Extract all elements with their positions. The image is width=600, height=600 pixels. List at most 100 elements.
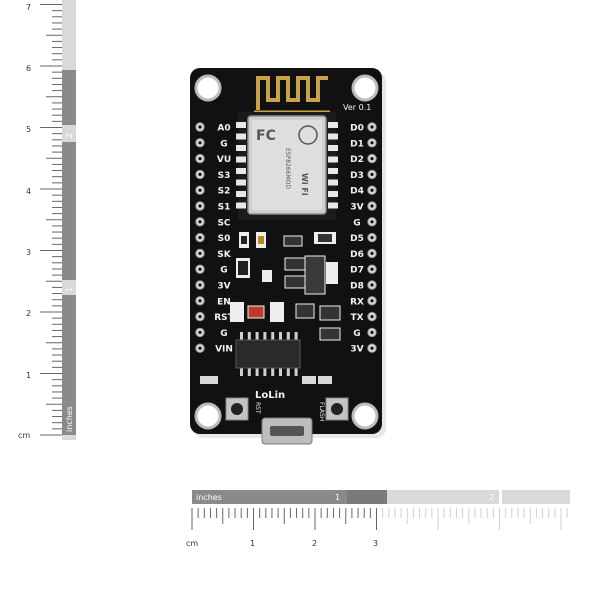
module-pad <box>236 202 246 209</box>
pin-label: D8 <box>350 282 364 292</box>
module-pad <box>236 168 246 174</box>
pin-label: S0 <box>218 234 231 244</box>
pin-hole-center <box>370 236 374 240</box>
pin-hole-center <box>198 330 202 334</box>
horizontal-ruler-inch-label: 2 <box>489 493 494 502</box>
chip-pin <box>247 367 251 376</box>
vertical-ruler-inch-unit: inches <box>65 406 74 432</box>
pin-label: G <box>353 329 360 339</box>
pin-hole-center <box>198 315 202 319</box>
pin-label: SC <box>217 218 230 228</box>
module-pad <box>236 156 246 163</box>
module-pads <box>236 122 338 209</box>
pin-label: 3V <box>217 282 230 292</box>
module-pad <box>236 122 246 128</box>
horizontal-ruler-ticks <box>191 508 568 530</box>
pin-label: D6 <box>350 250 364 260</box>
rst-button: RST <box>225 397 261 421</box>
capacitor-body <box>318 234 332 242</box>
flash-button: FLASH <box>318 397 349 421</box>
brand-label: LoLin <box>255 390 285 401</box>
pin-label: G <box>220 329 227 339</box>
usb-opening <box>270 426 304 436</box>
pin-hole-center <box>198 204 202 208</box>
horizontal-ruler-inch-unit: inches <box>196 493 222 502</box>
pin-label: G <box>353 218 360 228</box>
pin-hole-center <box>370 172 374 176</box>
smd-part <box>200 376 218 384</box>
module-pad <box>328 145 338 151</box>
pin-hole-center <box>198 299 202 303</box>
horizontal-ruler: inches 1 2 cm 1 2 3 <box>186 490 570 548</box>
pin-label: VIN <box>215 345 233 355</box>
power-led <box>247 305 265 319</box>
horizontal-ruler-inch-band-dark <box>192 490 347 504</box>
vertical-ruler: cm 1 2 3 4 5 6 7 inches 1 2 <box>18 0 76 440</box>
pin-hole-center <box>370 188 374 192</box>
sot-chip <box>319 305 341 321</box>
rst-button-label: RST <box>254 402 261 414</box>
chip-pin <box>263 332 267 341</box>
components <box>230 232 341 341</box>
horizontal-ruler-cm-label: 1 <box>250 539 255 548</box>
chip-pin <box>279 367 282 376</box>
micro-usb-port <box>261 417 313 445</box>
vertical-ruler-cm-label: 2 <box>26 309 31 318</box>
chip-pin <box>279 332 282 341</box>
pin-label: D7 <box>350 266 364 276</box>
sot-chip <box>295 303 315 319</box>
pin-label: S3 <box>218 171 231 181</box>
pin-label: RST <box>214 313 234 323</box>
pin-label: RX <box>350 297 364 307</box>
vertical-ruler-inch-label: 2 <box>65 133 74 138</box>
diode-body <box>238 261 248 275</box>
pin-hole-center <box>198 220 202 224</box>
pin-hole-center <box>198 125 202 129</box>
module-pad <box>236 145 246 151</box>
module-pad <box>328 179 338 186</box>
chip-pins <box>240 332 298 376</box>
module-pad <box>328 133 338 140</box>
pin-label: TX <box>350 313 363 323</box>
wifi-antenna-trace <box>256 76 328 110</box>
horizontal-ruler-inch-label: 1 <box>335 493 340 502</box>
module-wifi-icon <box>298 125 318 145</box>
chip-body <box>235 339 301 369</box>
sot-chip <box>283 235 303 247</box>
resistor-body <box>241 236 247 244</box>
pin-hole-center <box>370 141 374 145</box>
chip-pin <box>271 367 275 376</box>
chip-pin <box>286 367 290 376</box>
transistor <box>284 275 308 289</box>
module-pad <box>328 191 338 197</box>
mounting-hole <box>194 402 222 430</box>
pin-hole-center <box>370 251 374 255</box>
pin-label: D5 <box>350 234 364 244</box>
pin-hole-center <box>198 141 202 145</box>
vertical-ruler-inch-band-dark-2 <box>62 142 76 280</box>
rst-button-cap <box>231 403 243 415</box>
pin-label: 3V <box>350 203 363 213</box>
pin-label: D0 <box>350 124 364 134</box>
mounting-holes <box>194 74 379 430</box>
pin-hole-center <box>198 251 202 255</box>
pin-hole-center <box>198 157 202 161</box>
capacitor-small <box>262 270 272 282</box>
pin-label: 3V <box>350 345 363 355</box>
module-fc-logo: FC <box>256 128 276 144</box>
chip-pin <box>247 332 251 341</box>
pin-label: D3 <box>350 171 364 181</box>
vertical-ruler-inch-band-dark <box>62 70 76 125</box>
chip-pin <box>294 332 298 341</box>
pin-label: EN <box>217 297 231 307</box>
vertical-ruler-cm-unit: cm <box>18 431 30 440</box>
capacitor <box>270 302 284 322</box>
pin-hole-center <box>370 125 374 129</box>
smd-part <box>302 376 316 384</box>
flash-button-label: FLASH <box>318 402 325 421</box>
esp8266-module: FC Wi Fi ESP8266MOD <box>238 112 336 220</box>
vertical-ruler-cm-label: 6 <box>26 64 31 73</box>
